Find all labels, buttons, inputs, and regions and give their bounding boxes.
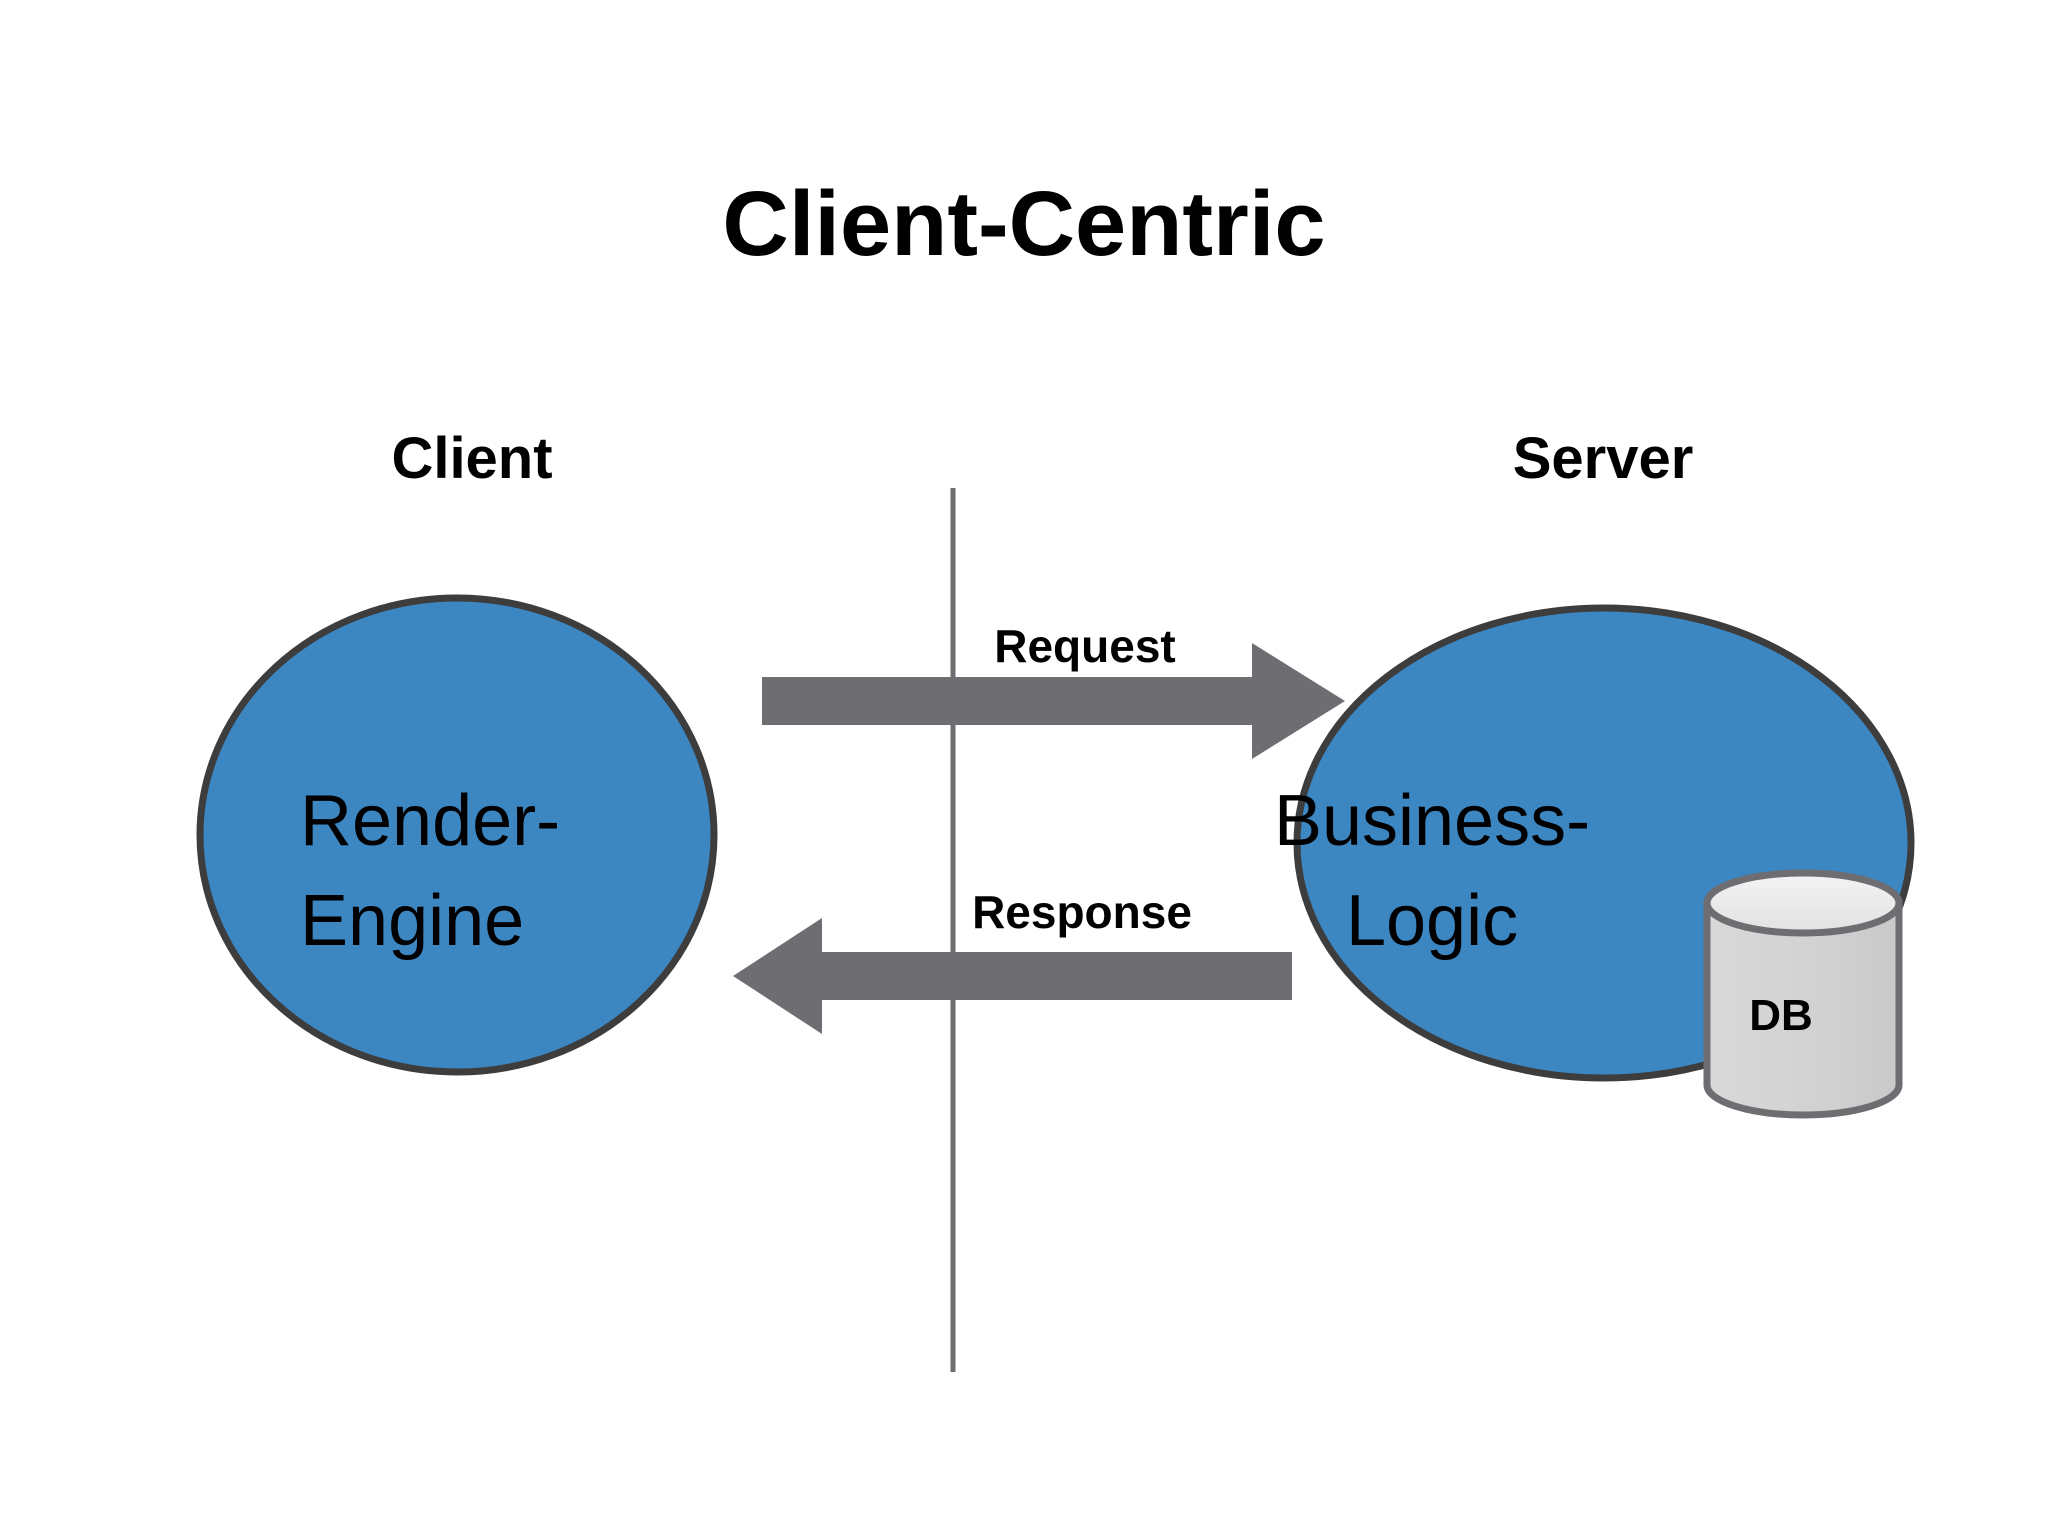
zone-label-server: Server: [1513, 426, 1694, 491]
render-engine-shape: [196, 594, 718, 1076]
db-cylinder-top: [1703, 869, 1903, 937]
request-label: Request: [994, 620, 1175, 672]
page-title: Client-Centric: [722, 173, 1325, 275]
node-render-engine[interactable]: Render- Engine: [196, 594, 718, 1076]
render-engine-label-line1: Render-: [300, 781, 560, 861]
zone-label-client: Client: [391, 426, 552, 491]
db-cylinder-body: [1703, 899, 1903, 1119]
response-arrow-icon: [733, 918, 1292, 1034]
flow-response[interactable]: Response: [733, 886, 1292, 1034]
response-label: Response: [972, 886, 1192, 938]
request-arrow-icon: [762, 643, 1345, 759]
flow-request[interactable]: Request: [762, 620, 1345, 759]
node-database[interactable]: DB: [1703, 869, 1903, 1119]
business-logic-label-line1: Business-: [1274, 781, 1590, 861]
render-engine-label-line2: Engine: [300, 881, 524, 961]
business-logic-label-line2: Logic: [1346, 881, 1518, 961]
db-label: DB: [1749, 991, 1813, 1040]
